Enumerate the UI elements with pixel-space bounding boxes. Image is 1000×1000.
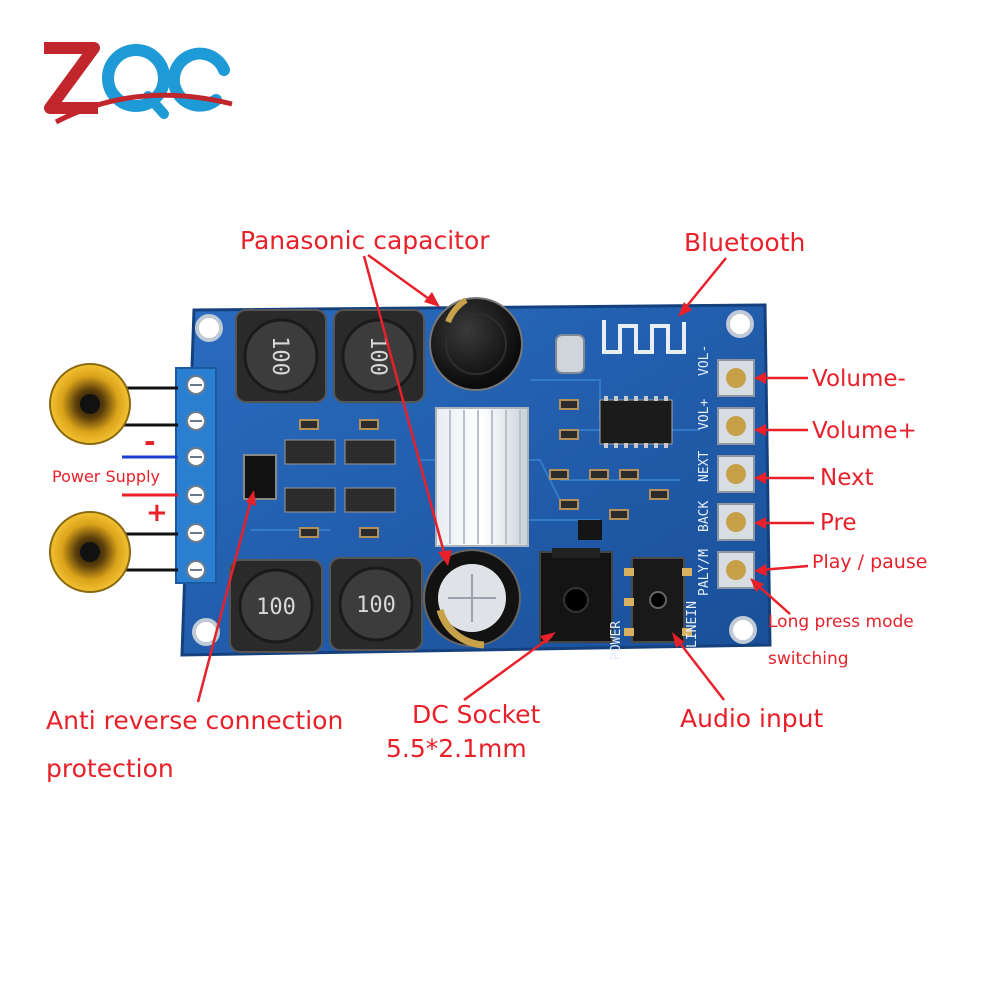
label-anti-reverse-line2: protection: [46, 754, 174, 783]
label-bluetooth: Bluetooth: [684, 228, 806, 257]
screw-terminal: [175, 367, 217, 584]
label-audio-input: Audio input: [680, 704, 824, 733]
inductor: 100: [235, 309, 327, 403]
label-volume-minus: Volume-: [812, 366, 906, 392]
label-next: Next: [820, 465, 874, 491]
inductor-marking: 100: [256, 595, 296, 620]
label-panasonic-capacitor: Panasonic capacitor: [240, 226, 490, 255]
silk-linein: LINEIN: [685, 601, 700, 648]
silk-next: NEXT: [697, 451, 712, 482]
silk-paly-m: PALY/M: [697, 549, 712, 596]
inductor-marking: 100: [267, 336, 292, 376]
zqc-logo: [44, 42, 233, 125]
label-dc-socket-line2: 5.5*2.1mm: [386, 734, 527, 763]
silk-power: POWER: [609, 621, 624, 660]
heatsink: [435, 407, 529, 547]
annotation-arrows: [196, 253, 814, 703]
speaker-left-bottom: [49, 511, 178, 593]
label-volume-plus: Volume+: [812, 418, 917, 444]
silk-back: BACK: [697, 501, 712, 532]
capacitor-bottom: [423, 549, 521, 649]
label-long-press-line1: Long press mode: [768, 612, 914, 632]
inductor: 100: [229, 559, 323, 653]
inductor: 100: [329, 557, 423, 651]
bluetooth-antenna: [602, 320, 686, 354]
silk-vol-minus: VOL-: [697, 345, 712, 376]
dc-socket: [539, 548, 613, 643]
audio-jack: [624, 557, 692, 643]
inductor: 100: [333, 309, 425, 403]
inductor-marking: 100: [356, 593, 396, 618]
speaker-left-top: [49, 363, 178, 445]
inductor-marking: 100: [365, 336, 390, 376]
label-plus-sign: +: [146, 498, 168, 528]
label-power-supply: Power Supply: [52, 467, 160, 486]
label-long-press-line2: switching: [768, 649, 849, 669]
label-dc-socket-line1: DC Socket: [412, 700, 541, 729]
label-pre: Pre: [820, 510, 857, 536]
label-minus-sign: -: [144, 425, 156, 458]
label-play-pause: Play / pause: [812, 551, 928, 573]
tactile-buttons: [717, 359, 755, 589]
silk-vol-plus: VOL+: [697, 399, 712, 430]
capacitor-top: [429, 297, 523, 391]
smd-components: [243, 334, 673, 540]
label-anti-reverse-line1: Anti reverse connection: [46, 706, 344, 735]
